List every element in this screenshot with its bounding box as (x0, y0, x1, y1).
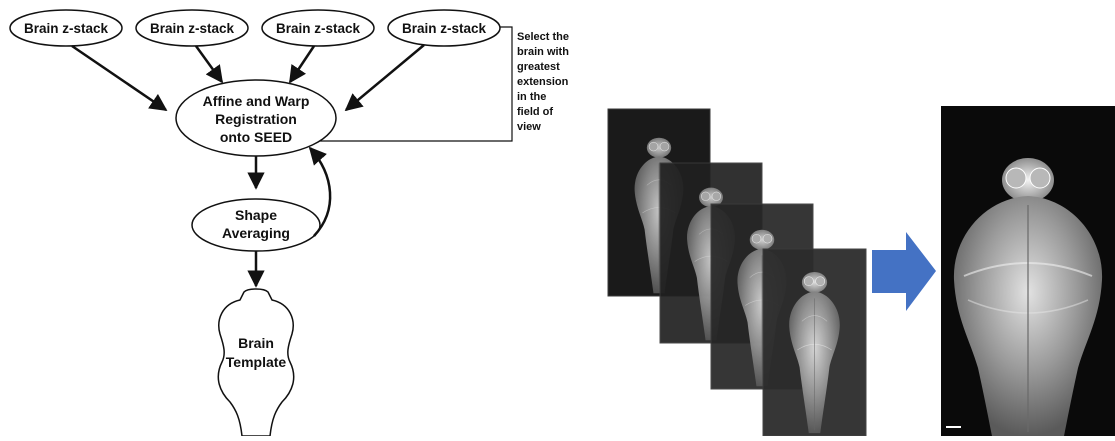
arrow-input2-to-registration (196, 46, 222, 82)
selection-note-line-7: view (517, 121, 541, 133)
template-label-1: Brain (238, 335, 274, 351)
brain-template-node: Brain Template (218, 289, 293, 436)
template-label-2: Template (226, 354, 287, 370)
selection-note-line-5: in the (517, 91, 546, 103)
selection-note: Select the brain with greatest extension… (517, 31, 569, 133)
registration-label-1: Affine and Warp (203, 93, 310, 109)
selection-note-line-2: brain with (517, 46, 569, 58)
input-label-1: Brain z-stack (24, 21, 109, 36)
stack-image-4 (763, 249, 866, 436)
zstack-image-stack (608, 109, 866, 436)
selection-note-line-3: greatest (517, 61, 560, 73)
arrow-input3-to-registration (290, 46, 314, 82)
blue-arrow (872, 232, 936, 311)
input-node-2: Brain z-stack (136, 10, 248, 46)
input-node-3: Brain z-stack (262, 10, 374, 46)
registration-node: Affine and Warp Registration onto SEED (176, 80, 336, 156)
registration-label-2: Registration (215, 111, 297, 127)
template-image (941, 106, 1115, 436)
registration-label-3: onto SEED (220, 129, 292, 145)
selection-note-line-1: Select the (517, 31, 569, 43)
averaging-node: Shape Averaging (192, 199, 320, 251)
selection-note-line-4: extension (517, 76, 569, 88)
averaging-label-2: Averaging (222, 225, 290, 241)
input-label-3: Brain z-stack (276, 21, 361, 36)
selection-note-line-6: field of (517, 106, 553, 118)
arrow-input1-to-registration (72, 46, 166, 110)
arrow-input4-to-registration (346, 45, 424, 110)
input-label-2: Brain z-stack (150, 21, 235, 36)
flowchart: Brain z-stack Brain z-stack Brain z-stac… (10, 10, 569, 436)
input-label-4: Brain z-stack (402, 21, 487, 36)
input-node-1: Brain z-stack (10, 10, 122, 46)
averaging-label-1: Shape (235, 207, 277, 223)
input-node-4: Brain z-stack (388, 10, 500, 46)
